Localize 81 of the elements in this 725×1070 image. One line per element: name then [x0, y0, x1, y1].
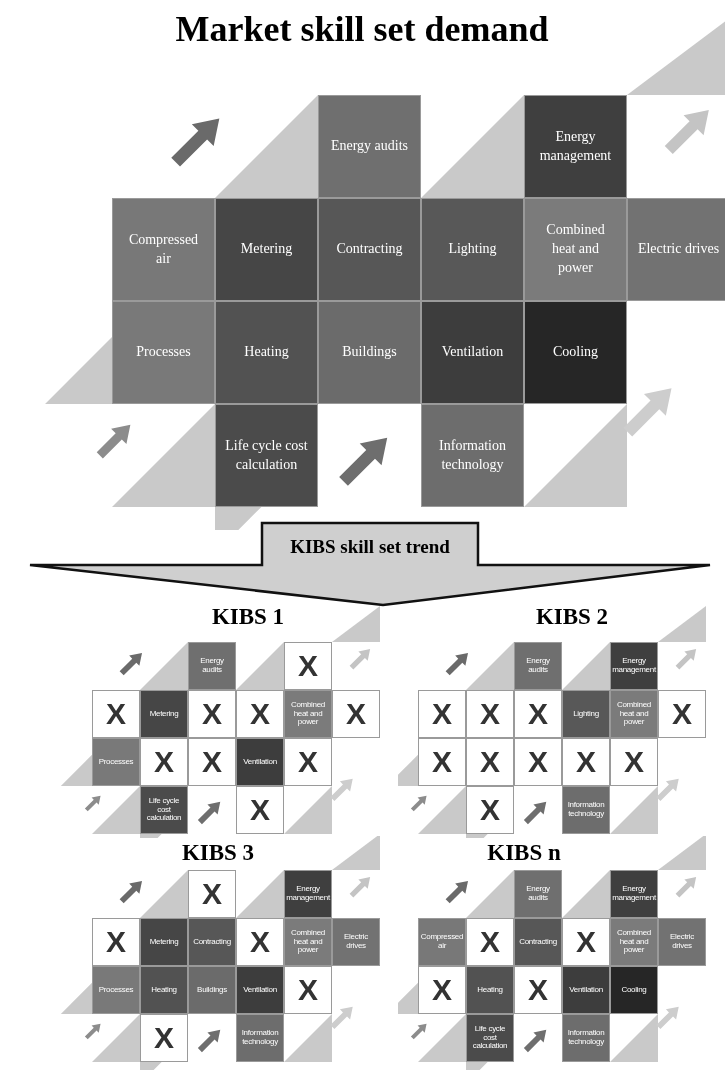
panel-heading: KIBS n	[487, 840, 561, 866]
skill-tile: Heating	[215, 301, 318, 404]
skill-tile: Information technology	[562, 786, 610, 834]
panel-heading: KIBS 1	[211, 604, 285, 630]
cross-mark-tile: X	[140, 1014, 188, 1062]
cross-mark-tile: X	[92, 690, 140, 738]
cross-mark-tile: X	[284, 966, 332, 1014]
skill-tile: Electric drives	[658, 918, 706, 966]
cross-mark-tile: X	[466, 786, 514, 834]
cross-mark-tile: X	[418, 966, 466, 1014]
cross-mark-tile: X	[514, 690, 562, 738]
skill-tile: Energy audits	[514, 870, 562, 918]
cross-mark-tile: X	[610, 738, 658, 786]
skill-tile: Combined heat and power	[524, 198, 627, 301]
cross-mark-tile: X	[188, 870, 236, 918]
skill-tile: Processes	[92, 738, 140, 786]
skill-tile: Contracting	[318, 198, 421, 301]
skill-tile: Combined heat and power	[610, 690, 658, 738]
skill-tile: Combined heat and power	[284, 690, 332, 738]
skill-tile: Compressed air	[112, 198, 215, 301]
skill-tile: Energy management	[284, 870, 332, 918]
cross-mark-tile: X	[236, 786, 284, 834]
skill-tile: Information technology	[236, 1014, 284, 1062]
panel-heading: KIBS 3	[181, 840, 255, 866]
skill-tile: Energy audits	[318, 95, 421, 198]
skill-tile: Energy audits	[514, 642, 562, 690]
cross-mark-tile: X	[514, 966, 562, 1014]
skill-tile: Processes	[92, 966, 140, 1014]
skill-tile: Lighting	[562, 690, 610, 738]
skill-tile: Energy management	[610, 642, 658, 690]
cross-mark-tile: X	[418, 690, 466, 738]
cross-mark-tile: X	[658, 690, 706, 738]
skill-tile: Contracting	[514, 918, 562, 966]
skill-tile: Energy audits	[188, 642, 236, 690]
cross-mark-tile: X	[188, 690, 236, 738]
skill-tile: Heating	[466, 966, 514, 1014]
skill-tile: Combined heat and power	[610, 918, 658, 966]
skill-tile: Ventilation	[421, 301, 524, 404]
cross-mark-tile: X	[332, 690, 380, 738]
skill-tile: Cooling	[524, 301, 627, 404]
cross-mark-tile: X	[466, 690, 514, 738]
skill-tile: Cooling	[610, 966, 658, 1014]
cross-mark-tile: X	[514, 738, 562, 786]
banner-label: KIBS skill set trend	[289, 536, 451, 558]
skill-tile: Buildings	[188, 966, 236, 1014]
cross-mark-tile: X	[236, 690, 284, 738]
skill-tile: Energy management	[524, 95, 627, 198]
title: Market skill set demand	[175, 8, 549, 50]
cross-mark-tile: X	[284, 738, 332, 786]
skill-tile: Processes	[112, 301, 215, 404]
skill-tile: Information technology	[562, 1014, 610, 1062]
cross-mark-tile: X	[140, 738, 188, 786]
skill-tile: Ventilation	[236, 966, 284, 1014]
skill-tile: Ventilation	[236, 738, 284, 786]
skill-tile: Information technology	[421, 404, 524, 507]
skill-tile: Ventilation	[562, 966, 610, 1014]
skill-tile: Electric drives	[332, 918, 380, 966]
skill-tile: Metering	[215, 198, 318, 301]
skill-tile: Electric drives	[627, 198, 725, 301]
skill-tile: Metering	[140, 918, 188, 966]
cross-mark-tile: X	[466, 738, 514, 786]
cross-mark-tile: X	[466, 918, 514, 966]
skill-tile: Compressed air	[418, 918, 466, 966]
cross-mark-tile: X	[188, 738, 236, 786]
skill-tile: Buildings	[318, 301, 421, 404]
cross-mark-tile: X	[418, 738, 466, 786]
cross-mark-tile: X	[284, 642, 332, 690]
skill-tile: Contracting	[188, 918, 236, 966]
cross-mark-tile: X	[236, 918, 284, 966]
panel-heading: KIBS 2	[535, 604, 609, 630]
skill-tile: Life cycle cost calculation	[466, 1014, 514, 1062]
skill-tile: Metering	[140, 690, 188, 738]
skill-tile: Energy management	[610, 870, 658, 918]
cross-mark-tile: X	[92, 918, 140, 966]
skill-tile: Life cycle cost calculation	[215, 404, 318, 507]
cross-mark-tile: X	[562, 738, 610, 786]
skill-tile: Lighting	[421, 198, 524, 301]
skill-tile: Combined heat and power	[284, 918, 332, 966]
cross-mark-tile: X	[562, 918, 610, 966]
skill-tile: Life cycle cost calculation	[140, 786, 188, 834]
skill-tile: Heating	[140, 966, 188, 1014]
